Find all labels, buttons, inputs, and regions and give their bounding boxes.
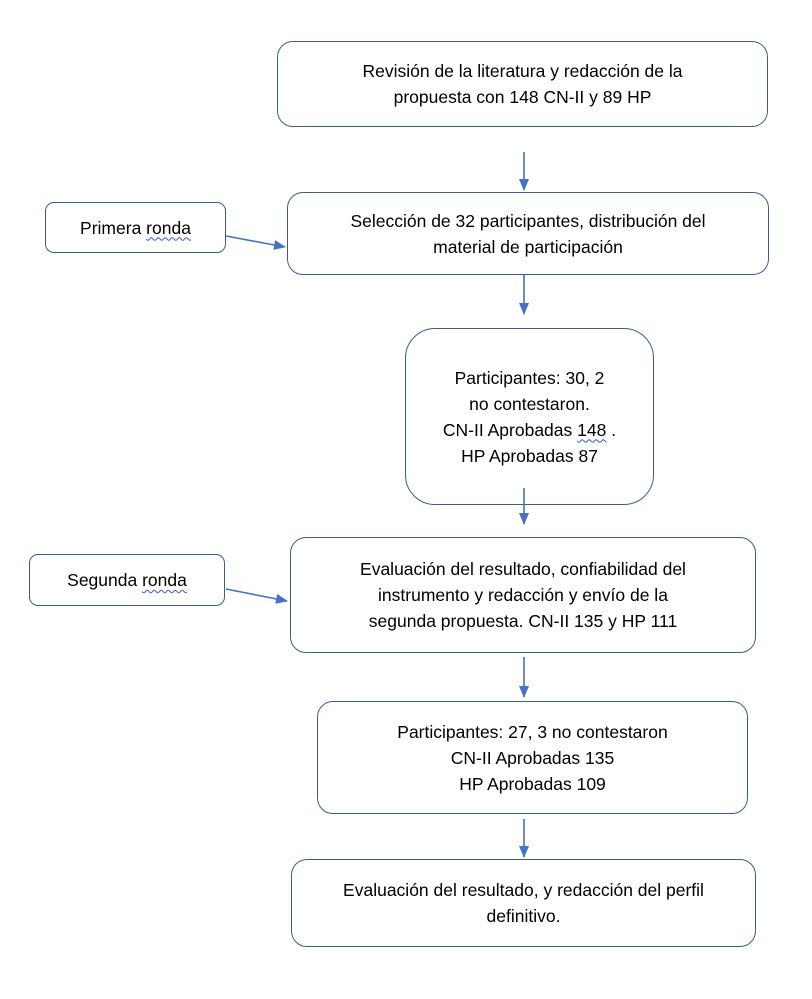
step-final-profile-box: Evaluación del resultado, y redacción de…	[291, 859, 756, 947]
first-round-label: Primera ronda	[80, 215, 191, 241]
step-first-round-results-box: Participantes: 30, 2 no contestaron. CN-…	[405, 328, 654, 505]
step-first-round-results-line-3: CN-II Aprobadas 148 .	[443, 417, 616, 443]
step-final-profile-line-1: Evaluación del resultado, y redacción de…	[343, 880, 704, 900]
second-round-word: Segunda	[67, 570, 143, 590]
cn-ii-approved-count: 148	[577, 419, 607, 440]
arrow-second-round-to-step4	[225, 588, 288, 604]
step-participant-selection-line-1: Selección de 32 participantes, distribuc…	[350, 210, 706, 231]
first-round-word: Primera	[80, 217, 147, 238]
step-first-round-results-line-1: Participantes: 30, 2	[454, 367, 605, 388]
step-evaluation-second-proposal-box: Evaluación del resultado, confiabilidad …	[290, 537, 756, 653]
step-literature-review-line-2: propuesta con 148 CN-II y 89 HP	[393, 87, 652, 107]
step-second-round-results-line-3: HP Aprobadas 109	[459, 773, 606, 794]
step-first-round-results-line-2: no contestaron.	[469, 393, 590, 414]
step-evaluation-second-proposal-line-3: segunda propuesta. CN-II 135 y HP 111	[368, 611, 678, 631]
first-round-label-box: Primera ronda	[45, 202, 226, 253]
step-evaluation-second-proposal-line-2: instrumento y redacción y envío de la	[378, 585, 668, 605]
second-round-label-box: Segunda ronda	[29, 554, 225, 606]
step-participant-selection-line-2: material de participación	[433, 236, 623, 257]
step-second-round-results-line-1: Participantes: 27, 3 no contestaron	[397, 721, 668, 742]
cn-ii-approved-suffix: .	[606, 419, 617, 440]
second-round-label: Segunda ronda	[67, 567, 187, 593]
first-round-ronda-word: ronda	[146, 217, 191, 238]
step-literature-review-box: Revisión de la literatura y redacción de…	[277, 41, 768, 127]
step-first-round-results-line-4: HP Aprobadas 87	[461, 445, 598, 466]
step-final-profile-line-2: definitivo.	[486, 906, 561, 926]
step-literature-review-line-1: Revisión de la literatura y redacción de…	[362, 61, 683, 81]
step-second-round-results-line-2: CN-II Aprobadas 135	[450, 747, 615, 768]
cn-ii-approved-label: CN-II Aprobadas	[442, 419, 578, 440]
step-participant-selection-box: Selección de 32 participantes, distribuc…	[287, 192, 769, 275]
arrow-first-round-to-step2	[225, 235, 286, 250]
second-round-ronda-word: ronda	[142, 570, 187, 590]
step-evaluation-second-proposal-line-1: Evaluación del resultado, confiabilidad …	[360, 559, 686, 579]
step-second-round-results-box: Participantes: 27, 3 no contestaron CN-I…	[317, 701, 748, 814]
